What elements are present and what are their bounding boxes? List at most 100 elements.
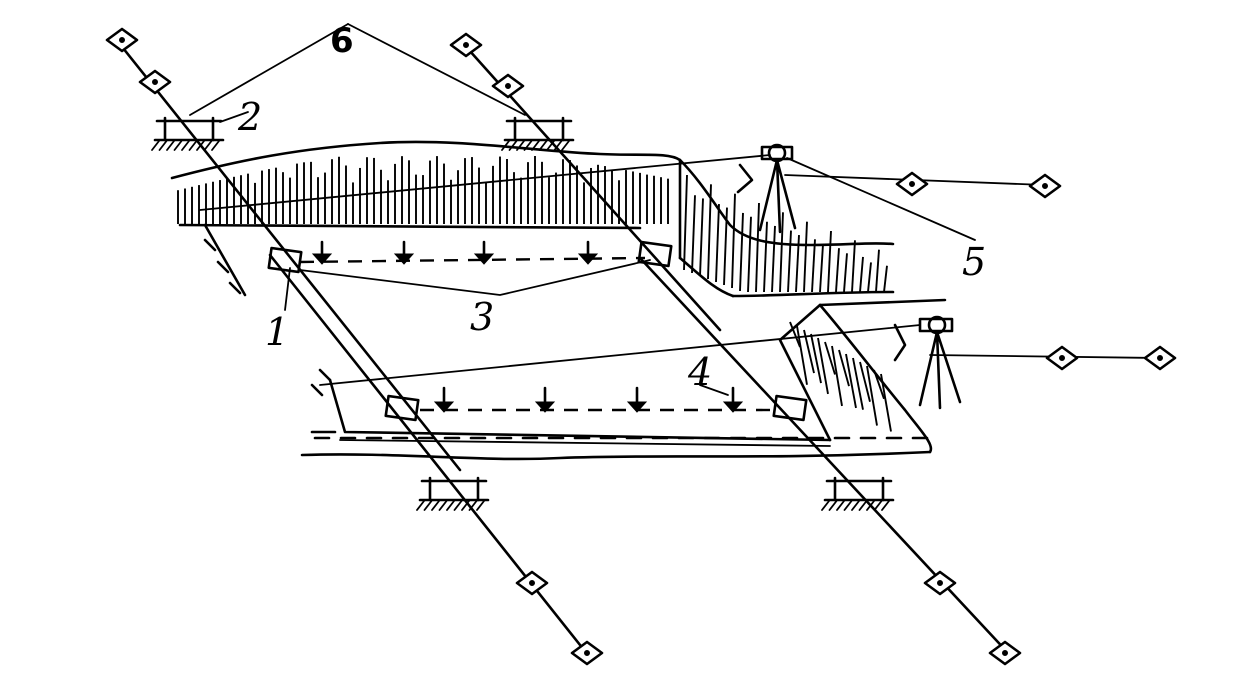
hatch-stroke — [731, 193, 736, 289]
stakes — [203, 163, 754, 397]
ground-hatch — [431, 500, 440, 511]
hatch-stroke — [796, 325, 808, 385]
ground-hatch — [476, 500, 485, 511]
label-4: 4 — [687, 350, 712, 394]
hatch-stroke — [867, 262, 872, 293]
hatch-stroke — [789, 321, 801, 348]
hatch-stroke — [859, 256, 864, 293]
ground-hatch — [538, 140, 548, 151]
label-1: 1 — [265, 310, 289, 354]
hatch-stroke — [843, 253, 848, 293]
ground-hatch — [196, 140, 205, 151]
target-marks — [105, 27, 1177, 666]
ground-hatch — [151, 140, 160, 151]
hatch-stroke — [866, 365, 878, 426]
hatch-stroke — [779, 212, 784, 293]
hatch-stroke — [787, 230, 792, 293]
diamond-dot — [529, 580, 535, 586]
span-line-upper — [299, 240, 646, 265]
upper-bank — [170, 140, 895, 298]
hatch-stroke — [715, 204, 720, 283]
ground-hatch — [858, 500, 868, 511]
diamond-dot — [119, 37, 125, 43]
arrow-head — [433, 401, 455, 413]
arrow-head — [626, 401, 648, 413]
ground-hatch — [181, 140, 190, 151]
label-5: 5 — [962, 240, 986, 284]
hatch-stroke — [835, 248, 840, 293]
upper-slope-hatching — [683, 174, 888, 293]
ground-hatch — [461, 500, 470, 511]
diamond-dot — [909, 181, 915, 187]
label-3: 3 — [470, 295, 494, 339]
lower-bank — [300, 298, 947, 461]
ground-hatch — [453, 500, 463, 511]
diamond-dot — [1002, 650, 1008, 656]
arrow-head — [393, 253, 415, 265]
hatch-stroke — [811, 239, 816, 293]
ground-hatch — [173, 140, 183, 151]
load-arrows-lower — [433, 386, 744, 413]
ground-hatch — [843, 500, 853, 511]
hatch-stroke — [810, 333, 822, 384]
diamond-dot — [1059, 355, 1065, 361]
arrow-head — [722, 401, 744, 413]
hatch-stroke — [699, 198, 704, 277]
hatch-stroke — [883, 265, 888, 293]
upper-bank-hatching — [177, 156, 669, 224]
ground-hatch — [873, 500, 883, 511]
ground-hatch — [423, 500, 433, 511]
benchmarks — [151, 116, 895, 511]
hatch-stroke — [771, 225, 776, 293]
hatch-stroke — [831, 345, 843, 407]
hatch-stroke — [880, 373, 892, 432]
ground-hatch — [211, 140, 220, 151]
ground-hatch — [828, 500, 838, 511]
water-surface-marks — [310, 430, 929, 440]
hatch-stroke — [691, 195, 696, 274]
ground-hatch — [501, 140, 510, 151]
hatch-stroke — [795, 235, 800, 293]
hatch-stroke — [803, 221, 808, 293]
ground-hatch — [166, 140, 175, 151]
hatch-stroke — [819, 244, 824, 293]
ground-hatch — [416, 500, 425, 511]
ground-hatch — [516, 140, 525, 151]
ground-hatch — [531, 140, 540, 151]
hatch-stroke — [845, 353, 857, 409]
ground-hatch — [561, 140, 570, 151]
label-6: 6 — [330, 21, 354, 61]
diamond-dot — [463, 42, 469, 48]
ground-hatch — [866, 500, 875, 511]
ground-hatch — [546, 140, 555, 151]
ground-hatch — [553, 140, 563, 151]
level-instrument-lower — [893, 315, 962, 410]
load-arrows-upper — [311, 240, 599, 265]
ground-hatch — [836, 500, 845, 511]
arrow-head — [311, 253, 333, 265]
hatch-stroke — [763, 221, 768, 293]
lower-slope-hatching — [789, 321, 892, 432]
hatch-stroke — [859, 361, 871, 402]
diamond-dot — [152, 79, 158, 85]
hatch-stroke — [838, 349, 850, 387]
ground-hatch — [881, 500, 890, 511]
diamond-dot — [505, 83, 511, 89]
ground-hatch — [158, 140, 168, 151]
ground-hatch — [508, 140, 518, 151]
hatch-stroke — [683, 174, 688, 271]
hatch-stroke — [824, 341, 836, 375]
hatch-stroke — [817, 337, 829, 395]
hatch-stroke — [875, 249, 880, 293]
level-instrument-upper — [758, 143, 797, 234]
arrow-head — [473, 253, 495, 265]
hatch-stroke — [707, 184, 712, 280]
ground-hatch — [438, 500, 448, 511]
ground-hatch — [821, 500, 830, 511]
hatch-stroke — [747, 216, 752, 293]
ground-hatch — [523, 140, 533, 151]
ground-hatch — [468, 500, 478, 511]
ground-hatch — [203, 140, 213, 151]
